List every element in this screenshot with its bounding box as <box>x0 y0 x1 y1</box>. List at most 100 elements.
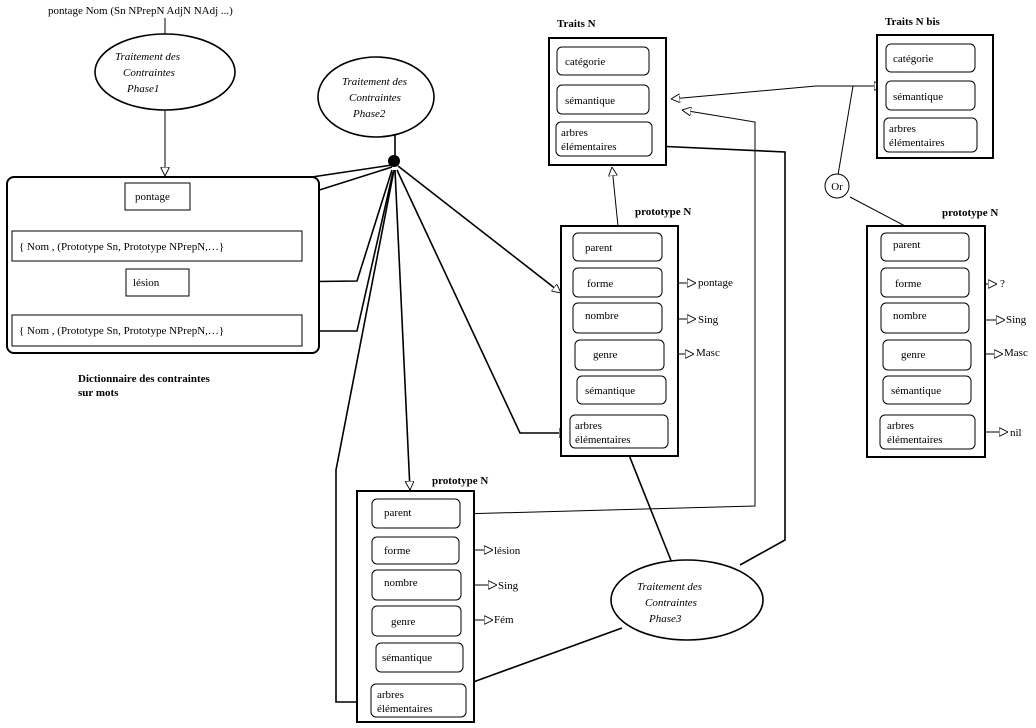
proto-bottom-genre-value: Fém <box>494 614 514 626</box>
proto-right-arbres <box>879 414 976 450</box>
proto-bottom-title: prototype N <box>432 475 488 487</box>
proto-bottom-parent <box>371 498 461 529</box>
proto-bottom-arbres-line1: arbres <box>377 689 404 701</box>
traits-n-categorie-label: catégorie <box>565 56 605 68</box>
proto-bottom-forme-value: lésion <box>494 545 521 557</box>
hub-dot <box>388 155 400 167</box>
phase1-line3: Phase1 <box>126 83 159 95</box>
traits-n-semantique-label: sémantique <box>565 95 615 107</box>
proto-bottom-forme-label: forme <box>384 545 410 557</box>
dictionary-entry-2 <box>11 314 303 347</box>
proto-right-frame: parent forme nombre genre sémantique arb… <box>866 225 986 458</box>
traits-n-bis-arbres-line1: arbres <box>889 123 916 135</box>
proto-right-forme <box>880 267 970 298</box>
proto-center-nombre-label: nombre <box>585 310 619 322</box>
traits-n-bis-arbres-line2: élémentaires <box>889 137 945 149</box>
traits-n-arbres-line2: élémentaires <box>561 141 617 153</box>
connector-or-up <box>837 85 854 176</box>
top-label: pontage Nom (Sn NPrepN AdjN NAdj ...) <box>48 5 233 17</box>
proto-right-nombre-value: Sing <box>1006 314 1027 326</box>
proto-bottom-parent-label: parent <box>384 507 411 519</box>
traits-n-bis-semantique <box>885 80 976 111</box>
proto-center-forme <box>572 267 663 298</box>
proto-right-forme-value: ? <box>1000 278 1005 290</box>
phase3-line1: Traitement des <box>637 581 702 593</box>
proto-center-genre <box>574 339 665 371</box>
traits-n-bis-categorie-label: catégorie <box>893 53 933 65</box>
traits-n-semantique <box>556 84 650 115</box>
traits-n-categorie <box>556 46 650 76</box>
proto-right-nombre-label: nombre <box>893 310 927 322</box>
dictionary-entry-2-label: { Nom , (Prototype Sn, Prototype NPrepN,… <box>19 325 224 337</box>
proto-right-genre-label: genre <box>901 349 926 361</box>
connector-hub-to-proto-center <box>397 165 561 294</box>
connector-phase3-to-proto-bottom <box>464 627 623 686</box>
proto-right-genre <box>882 339 972 371</box>
proto-right-arbres-line2: élémentaires <box>887 434 943 446</box>
proto-center-nombre-value: Sing <box>698 314 719 326</box>
proto-center-forme-value: pontage <box>698 277 733 289</box>
traits-n-bis-arbres <box>883 117 978 153</box>
connector-hub-to-proto-center-arbres <box>396 169 568 433</box>
connector-hub-to-proto-bottom-arbres <box>335 169 395 702</box>
traits-n-arbres-line1: arbres <box>561 127 588 139</box>
proto-bottom-forme <box>371 536 460 565</box>
traits-n-arbres <box>555 121 653 157</box>
connector-phase3-to-traits-arbres <box>655 146 786 566</box>
traits-n-bis-frame: catégorie sémantique arbres élémentaires <box>876 34 994 159</box>
proto-bottom-semantique-label: sémantique <box>382 652 432 664</box>
phase3-line2: Contraintes <box>645 597 697 609</box>
proto-bottom-nombre-label: nombre <box>384 577 418 589</box>
proto-center-semantique-label: sémantique <box>585 385 635 397</box>
proto-center-nombre <box>572 302 663 334</box>
traits-n-bis-semantique-label: sémantique <box>893 91 943 103</box>
dictionary-word-lesion-label: lésion <box>133 277 160 289</box>
proto-bottom-semantique <box>375 642 464 673</box>
connector-hub-to-entry2 <box>303 171 394 331</box>
traits-n-frame: catégorie sémantique arbres élémentaires <box>548 37 667 166</box>
proto-right-parent-label: parent <box>893 239 920 251</box>
connector-hub-to-proto-bottom <box>394 169 410 490</box>
proto-center-arbres <box>569 414 669 449</box>
proto-bottom-arbres-line2: élémentaires <box>377 703 433 715</box>
proto-right-parent <box>880 232 970 262</box>
proto-center-frame: parent forme nombre genre sémantique arb… <box>560 225 679 457</box>
phase3-line3: Phase3 <box>648 613 682 625</box>
proto-right-title: prototype N <box>942 207 998 219</box>
proto-center-arbres-line2: élémentaires <box>575 434 631 446</box>
dictionary-word-pontage <box>124 182 191 211</box>
dictionary-entry-1-label: { Nom , (Prototype Sn, Prototype NPrepN,… <box>19 241 224 253</box>
dictionary-title-line2: sur mots <box>78 387 119 399</box>
or-node: Or <box>824 173 850 199</box>
proto-right-semantique <box>882 375 972 405</box>
proto-bottom-nombre-value: Sing <box>498 580 519 592</box>
dictionary-entry-1 <box>11 230 303 262</box>
connector-phase3-to-proto-center <box>628 454 673 564</box>
proto-center-semantique <box>576 375 667 405</box>
proto-center-parent <box>572 232 663 262</box>
proto-center-arbres-line1: arbres <box>575 420 602 432</box>
phase3-ellipse: Traitement des Contraintes Phase3 <box>610 559 764 641</box>
connectors <box>158 18 1008 702</box>
connector-proto-center-to-traits <box>612 167 619 227</box>
phase2-ellipse: Traitement des Contraintes Phase2 <box>317 56 435 138</box>
proto-right-nombre <box>880 302 970 334</box>
dictionary-title-line1: Dictionnaire des contraintes <box>78 373 211 385</box>
proto-center-title: prototype N <box>635 206 691 218</box>
traits-n-bis-title: Traits N bis <box>885 16 941 28</box>
proto-center-genre-value: Masc <box>696 347 720 359</box>
proto-bottom-genre-label: genre <box>391 616 416 628</box>
proto-right-semantique-label: sémantique <box>891 385 941 397</box>
proto-right-arbres-line1: arbres <box>887 420 914 432</box>
proto-bottom-nombre <box>371 569 462 601</box>
phase1-line1: Traitement des <box>115 51 180 63</box>
proto-center-parent-label: parent <box>585 242 612 254</box>
proto-center-forme-label: forme <box>587 278 613 290</box>
phase2-line2: Contraintes <box>349 92 401 104</box>
connector-or-to-proto-right <box>849 196 906 227</box>
traits-n-bis-categorie <box>885 43 976 73</box>
connector-or-to-traits-n <box>671 85 853 99</box>
dictionary-word-lesion <box>125 268 190 297</box>
proto-bottom-frame: parent forme nombre genre sémantique arb… <box>356 490 475 723</box>
